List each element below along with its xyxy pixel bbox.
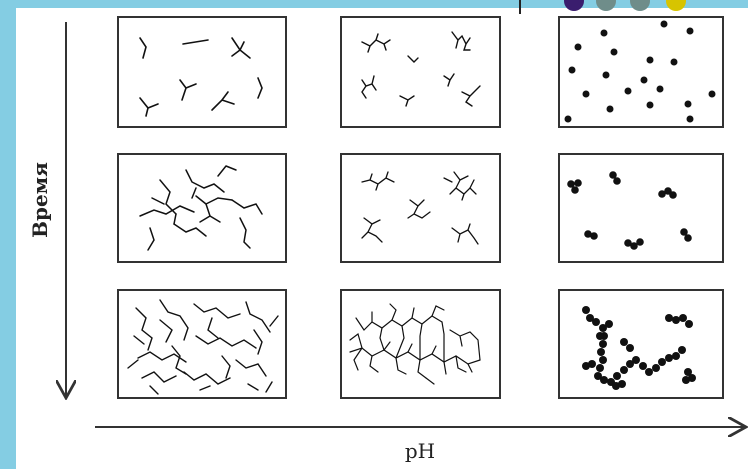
chain-particle [665,354,673,362]
chain-particle [613,372,621,380]
chain-particle [586,314,594,322]
diagram-frame [16,8,748,469]
chain-particle [599,324,607,332]
panel-r1-c1 [117,16,287,128]
chain-particle [605,320,613,328]
panel-r3-c1 [117,289,287,399]
chain-particle [679,314,687,322]
chain-particle [618,380,626,388]
decor-circle-3 [630,0,650,11]
panel-r3-c2 [340,289,501,399]
panel-r3-c3 [558,289,724,399]
chain-particle [626,360,634,368]
chain-particle [597,348,605,356]
chain-particle [592,318,600,326]
panel-r2-c2 [340,153,501,263]
chain-particle [672,316,680,324]
chains-r3-c3 [582,306,696,390]
chain-particle [596,364,604,372]
chain-particle [685,320,693,328]
ph-axis-label: pH [404,439,436,463]
chain-particle [665,314,673,322]
chain-particle [684,368,692,376]
chain-particle [652,364,660,372]
chain-particle [672,352,680,360]
time-axis-label-text: Время [28,162,53,238]
panel-r1-c3 [558,16,724,128]
chain-particle [639,362,647,370]
chain-particle [626,344,634,352]
clusters-r2-c2 [361,171,479,245]
aggregates-r2-c3 [567,171,692,250]
panel-r1-c2 [340,16,501,128]
chain-particle [596,332,604,340]
chain-particle [682,376,690,384]
chain-particle [599,340,607,348]
particles-r1-c3 [564,20,716,123]
fibers-r1-c1 [139,37,263,117]
chain-particle [582,306,590,314]
chain-particle [620,338,628,346]
chain-particle [678,346,686,354]
panel-r2-c1 [117,153,287,263]
panel-r2-c3 [558,153,724,263]
chain-particle [645,368,653,376]
fibers-r3-c1 [127,299,279,395]
fibers-r2-c1 [139,165,263,251]
chain-particle [599,356,607,364]
decor-circle-4 [666,0,686,11]
decor-circle-2 [596,0,616,11]
chain-particle [658,358,666,366]
decor-circle-1 [564,0,584,11]
time-axis-label: Время [22,150,58,250]
clusters-r1-c2 [361,31,481,107]
decor-divider [519,0,521,14]
chain-particle [632,356,640,364]
chain-particle [594,372,602,380]
chain-particle [600,376,608,384]
network-r3-c2 [349,303,481,385]
chain-particle [620,366,628,374]
chain-particle [582,362,590,370]
